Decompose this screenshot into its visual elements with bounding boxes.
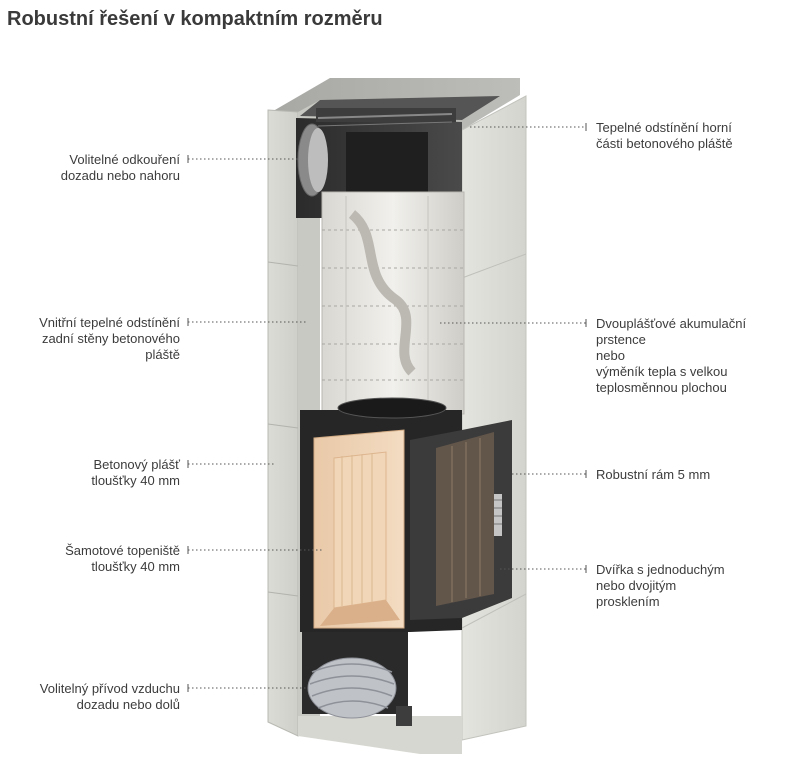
label-door-glazing: Dvířka s jednoduchým nebo dvojitým prosk… (596, 562, 725, 609)
callout-ticks (187, 123, 587, 692)
air-intake-duct (302, 632, 412, 726)
label-air-intake: Volitelný přívod vzduchu dozadu nebo dol… (39, 681, 180, 712)
label-chamotte-firebox: Šamotové topeniště tloušťky 40 mm (65, 543, 180, 574)
label-flue-outlet: Volitelné odkouření dozadu nebo nahoru (60, 152, 180, 183)
label-accumulation-rings: Dvouplášťové akumulační prstence nebo vý… (596, 316, 747, 395)
page-title: Robustní řešení v kompaktním rozměru (7, 8, 383, 30)
callout-leaders (188, 126, 586, 689)
label-robust-frame: Robustní rám 5 mm (596, 467, 711, 482)
label-top-heat-shield: Tepelné odstínění horní části betonového… (596, 120, 733, 151)
label-inner-heat-shield: Vnitřní tepelné odstínění zadní stěny be… (39, 315, 180, 362)
label-concrete-shell: Betonový plášť tloušťky 40 mm (91, 457, 180, 488)
door-frame (410, 420, 512, 620)
accumulation-rings (321, 191, 465, 415)
